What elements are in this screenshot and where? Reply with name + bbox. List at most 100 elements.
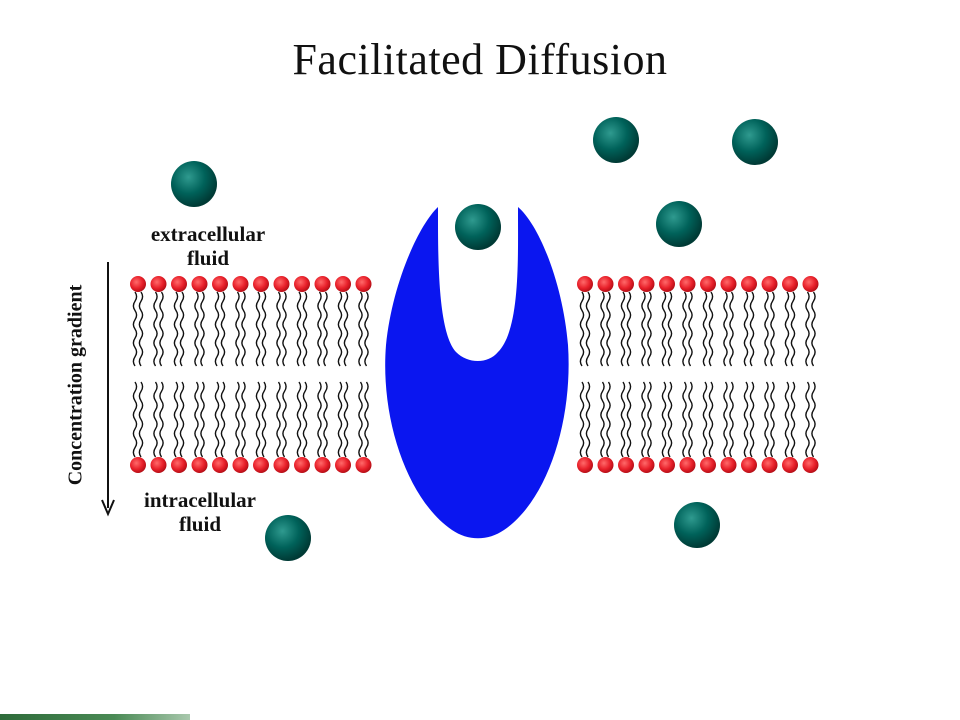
phospholipid-head-lower	[171, 457, 187, 473]
lipid-tail-lower	[179, 381, 185, 458]
lipid-tail-lower	[323, 381, 328, 458]
lipid-tail-lower	[626, 381, 632, 458]
lipid-tail-lower	[214, 381, 220, 458]
phospholipid-head-lower	[679, 457, 696, 473]
phospholipid-head-lower	[130, 457, 146, 473]
lipid-tail-upper	[220, 291, 226, 367]
lipid-tail-upper	[255, 291, 261, 367]
phospholipid-head-upper	[741, 276, 757, 292]
lipid-tail-upper	[323, 291, 328, 367]
phospholipid-head-upper	[171, 276, 187, 292]
lipid-tail-lower	[200, 381, 205, 458]
phospholipid-head-upper	[659, 276, 675, 292]
lipid-tail-lower	[606, 381, 611, 458]
lipid-tail-lower	[790, 381, 796, 458]
lipid-tail-upper	[337, 291, 343, 367]
lipid-tail-upper	[343, 291, 349, 367]
lipid-tail-upper	[626, 291, 632, 367]
lipid-tail-upper	[805, 291, 810, 367]
lipid-tail-upper	[194, 291, 199, 367]
solute-molecule-extracellular	[732, 119, 778, 165]
lipid-tail-lower	[585, 381, 591, 458]
lipid-tail-lower	[579, 381, 585, 458]
lipid-tail-upper	[620, 291, 626, 367]
lipid-tail-upper	[790, 291, 796, 367]
phospholipid-head-lower	[597, 457, 614, 473]
lipid-tail-lower	[688, 381, 693, 458]
lipid-tail-lower	[343, 381, 349, 458]
intracellular-label-line2: fluid	[178, 512, 222, 536]
phospholipid-head-upper	[761, 276, 778, 292]
lipid-tail-lower	[282, 381, 287, 458]
lipid-tail-upper	[600, 291, 605, 367]
lipid-tail-upper	[606, 291, 611, 367]
lipid-tail-upper	[179, 291, 185, 367]
lipid-tail-upper	[282, 291, 287, 367]
lipid-tail-lower	[132, 381, 138, 458]
lipid-tail-upper	[784, 291, 790, 367]
lipid-tail-lower	[682, 381, 687, 458]
phospholipid-head-upper	[802, 276, 819, 292]
phospholipid-head-lower	[191, 457, 208, 473]
lipid-tail-lower	[661, 381, 667, 458]
phospholipid-head-lower	[741, 457, 757, 473]
lipid-tail-upper	[200, 291, 205, 367]
phospholipid-head-upper	[700, 276, 716, 292]
lipid-tail-upper	[235, 291, 240, 367]
diagram-title: Facilitated Diffusion	[292, 35, 668, 84]
phospholipid-head-upper	[314, 276, 331, 292]
phospholipid-head-lower	[618, 457, 634, 473]
lipid-tail-upper	[159, 291, 164, 367]
lipid-tail-upper	[317, 291, 322, 367]
lipid-tail-upper	[749, 291, 755, 367]
lipid-tail-upper	[132, 291, 138, 367]
solute-molecule-intracellular	[674, 502, 720, 548]
phospholipid-head-lower	[782, 457, 798, 473]
lipid-tail-upper	[214, 291, 220, 367]
phospholipid-head-lower	[273, 457, 290, 473]
phospholipid-head-upper	[191, 276, 208, 292]
lipid-tail-lower	[647, 381, 652, 458]
lipid-tail-upper	[261, 291, 267, 367]
lipid-tail-lower	[702, 381, 708, 458]
phospholipid-head-lower	[150, 457, 167, 473]
lipid-tail-lower	[764, 381, 769, 458]
lipid-bilayer-left	[130, 276, 372, 473]
lipid-tail-lower	[729, 381, 734, 458]
lipid-tail-lower	[641, 381, 646, 458]
phospholipid-head-upper	[597, 276, 614, 292]
slide-footer-strip	[0, 714, 190, 720]
lipid-tail-lower	[743, 381, 749, 458]
phospholipid-head-lower	[720, 457, 737, 473]
lipid-tail-upper	[641, 291, 646, 367]
phospholipid-head-lower	[638, 457, 655, 473]
phospholipid-head-lower	[253, 457, 269, 473]
phospholipid-head-lower	[659, 457, 675, 473]
phospholipid-head-upper	[638, 276, 655, 292]
lipid-tail-lower	[241, 381, 246, 458]
intracellular-fluid-label: intracellular fluid	[110, 488, 290, 536]
lipid-tail-lower	[337, 381, 343, 458]
solute-molecules	[171, 117, 778, 561]
intracellular-label-line1: intracellular	[144, 488, 256, 512]
lipid-tail-lower	[770, 381, 775, 458]
solute-molecule-in-channel	[455, 204, 501, 250]
phospholipid-head-lower	[355, 457, 372, 473]
lipid-tail-lower	[708, 381, 714, 458]
lipid-tail-lower	[749, 381, 755, 458]
phospholipid-head-upper	[273, 276, 290, 292]
lipid-tail-upper	[241, 291, 246, 367]
phospholipid-head-upper	[253, 276, 269, 292]
lipid-tail-upper	[579, 291, 585, 367]
lipid-tail-upper	[729, 291, 734, 367]
lipid-tail-lower	[620, 381, 626, 458]
phospholipid-head-upper	[150, 276, 167, 292]
lipid-tail-upper	[364, 291, 369, 367]
lipid-tail-upper	[276, 291, 281, 367]
lipid-tail-upper	[708, 291, 714, 367]
lipid-tail-lower	[159, 381, 164, 458]
lipid-tail-lower	[600, 381, 605, 458]
lipid-tail-upper	[358, 291, 363, 367]
solute-molecule-extracellular	[656, 201, 702, 247]
